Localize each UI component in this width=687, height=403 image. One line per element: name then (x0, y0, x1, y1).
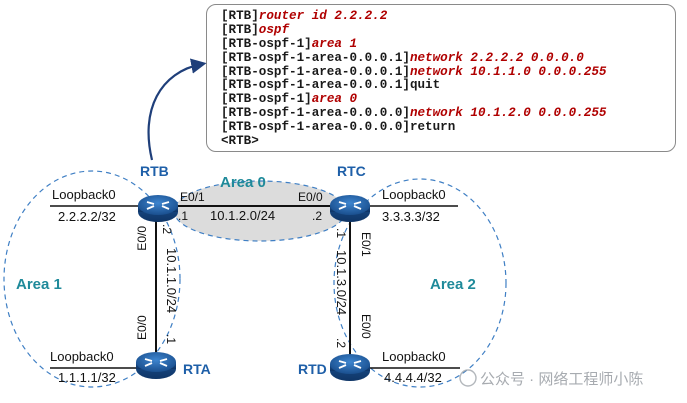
cli-line: [RTB-ospf-1-area-0.0.0.1]quit (221, 79, 675, 93)
cli-line: [RTB-ospf-1-area-0.0.0.0]return (221, 120, 675, 135)
cli-line: [RTB-ospf-1]area 0 (221, 92, 675, 107)
router-rtc-name: RTC (337, 163, 366, 179)
rtb-e01-label: E0/1 (180, 190, 205, 204)
cli-line: [RTB-ospf-1-area-0.0.0.1]network 10.1.1.… (221, 64, 675, 80)
rtd-loopback-label: Loopback0 (382, 349, 446, 364)
cli-command: router id 2.2.2.2 (258, 9, 388, 23)
rtd-e00-host: .2 (334, 338, 348, 348)
callout-arrow (147, 58, 207, 161)
cli-prompt: [RTB-ospf-1-area-0.0.0.1] (221, 78, 410, 93)
cli-prompt: [RTB-ospf-1-area-0.0.0.0] (221, 106, 410, 121)
cli-config-panel: [RTB]router id 2.2.2.2[RTB]ospf[RTB-ospf… (206, 4, 676, 152)
cli-prompt: [RTB] (221, 9, 259, 23)
rtb-e00-host: .2 (160, 224, 174, 234)
router-rtd-icon (330, 354, 370, 381)
cli-command: network 10.1.2.0 0.0.0.255 (409, 106, 607, 121)
cli-line: [RTB-ospf-1]area 1 (221, 36, 675, 52)
rtd-e00-label: E0/0 (359, 314, 373, 339)
area1-region (3, 170, 181, 388)
cli-line: [RTB-ospf-1-area-0.0.0.0]network 10.1.2.… (221, 106, 675, 121)
rtb-e00-label: E0/0 (135, 226, 149, 251)
cli-prompt: [RTB-ospf-1] (221, 36, 312, 51)
cli-command: network 2.2.2.2 0.0.0.0 (409, 50, 584, 65)
rtc-rtd-subnet: 10.1.3.0/24 (334, 250, 349, 315)
router-rtd-name: RTD (298, 361, 327, 377)
rta-loopback-label: Loopback0 (50, 349, 114, 364)
rta-e00-host: .1 (164, 334, 178, 344)
router-rtc-icon (330, 195, 370, 222)
rtc-loopback-ip: 3.3.3.3/32 (382, 209, 440, 224)
cli-prompt: [RTB-ospf-1-area-0.0.0.1] (221, 64, 410, 79)
rtb-loopback-ip: 2.2.2.2/32 (58, 209, 116, 224)
cli-command: quit (409, 78, 441, 93)
rtc-e01-label: E0/1 (359, 232, 373, 257)
rtc-loopback-label: Loopback0 (382, 187, 446, 202)
cli-command: network 10.1.1.0 0.0.0.255 (409, 64, 607, 79)
rta-e00-label: E0/0 (135, 315, 149, 340)
rtd-loopback-ip: 4.4.4.4/32 (384, 370, 442, 385)
area2-region (333, 178, 507, 388)
rtc-e00-label: E0/0 (298, 190, 323, 204)
cli-prompt: <RTB> (221, 134, 259, 149)
cli-command: ospf (258, 22, 290, 37)
router-rtb-icon (138, 195, 178, 222)
cli-prompt: [RTB-ospf-1] (221, 92, 312, 107)
area1-label: Area 1 (16, 276, 62, 293)
router-rtb-name: RTB (140, 163, 169, 179)
rtb-rtc-subnet: 10.1.2.0/24 (210, 208, 275, 223)
rtb-e01-host: .1 (178, 209, 188, 223)
rta-loopback-ip: 1.1.1.1/32 (58, 370, 116, 385)
wechat-icon (459, 369, 477, 387)
watermark: 公众号 · 网络工程师小陈 (459, 369, 643, 388)
rtc-e00-host: .2 (312, 209, 322, 223)
cli-prompt: [RTB] (221, 22, 259, 37)
rtb-loopback-label: Loopback0 (52, 187, 116, 202)
cli-line: [RTB]router id 2.2.2.2 (221, 9, 675, 24)
cli-line: [RTB]ospf (221, 22, 675, 38)
router-rta-name: RTA (183, 361, 211, 377)
cli-prompt: [RTB-ospf-1-area-0.0.0.0] (221, 120, 410, 135)
area0-label: Area 0 (220, 174, 266, 191)
rtb-rta-subnet: 10.1.1.0/24 (164, 248, 179, 313)
cli-prompt: [RTB-ospf-1-area-0.0.0.1] (221, 50, 410, 65)
router-rta-icon (136, 352, 176, 379)
cli-command: area 0 (311, 92, 358, 107)
cli-line: <RTB> (221, 134, 675, 149)
cli-command: area 1 (311, 36, 358, 51)
cli-line: [RTB-ospf-1-area-0.0.0.1]network 2.2.2.2… (221, 50, 675, 66)
cli-command: return (409, 120, 456, 135)
area2-label: Area 2 (430, 276, 476, 293)
watermark-text: 公众号 · 网络工程师小陈 (480, 370, 643, 388)
rtc-e01-host: .1 (334, 228, 348, 238)
